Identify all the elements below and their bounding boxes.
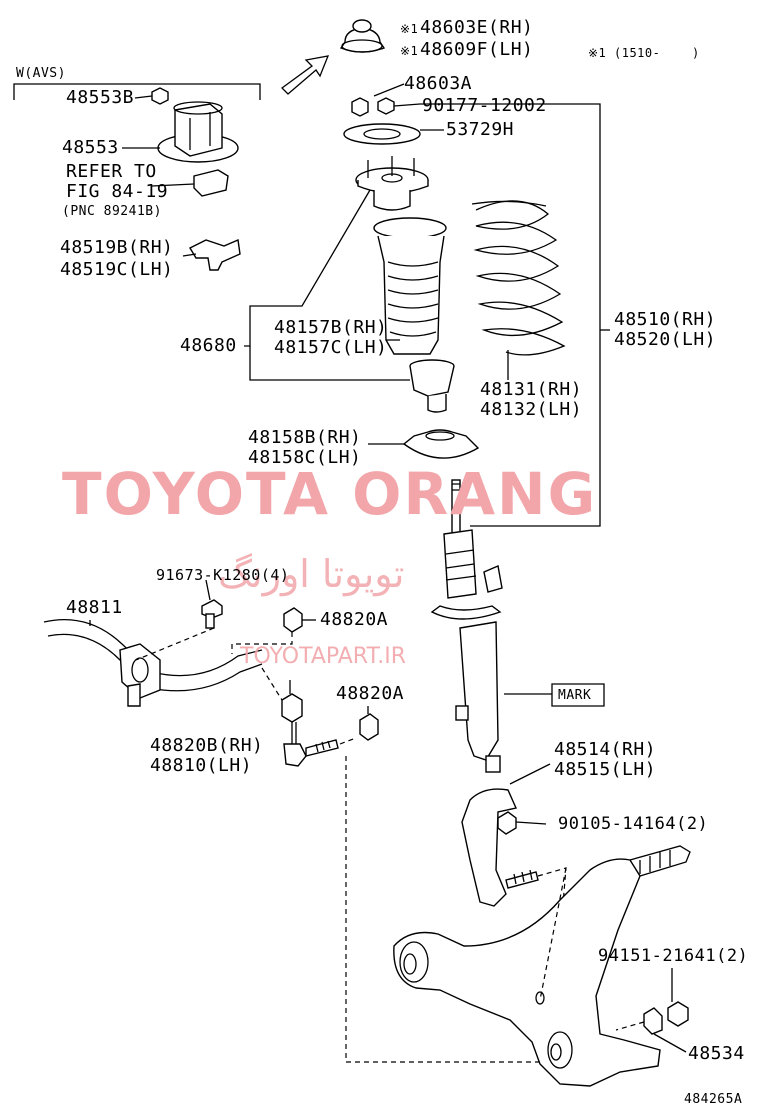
- label-refer-fig: FIG 84-19: [66, 181, 169, 202]
- label-48820b: 48820B(RH): [150, 735, 264, 756]
- label-90177: 90177-12002: [422, 95, 547, 116]
- avs-actuator-48553: [157, 101, 239, 163]
- stabilizer-bar-48811: [43, 619, 263, 707]
- watermark-text: TOYOTA ORANG: [62, 460, 598, 528]
- lower-arm: [393, 845, 691, 1087]
- label-48603e: 48603E(RH): [420, 17, 534, 38]
- label-48158b: 48158B(RH): [248, 427, 362, 448]
- mount-cap-48603e: [339, 19, 386, 53]
- dust-boot-48157: [373, 217, 447, 355]
- label-48820a-upper: 48820A: [320, 609, 389, 630]
- bracket-48519: [189, 238, 241, 271]
- note-mark-1: ※1: [400, 22, 419, 36]
- label-48811: 48811: [66, 597, 123, 618]
- label-91673: 91673-K1280(4): [156, 566, 290, 584]
- label-48680: 48680: [180, 335, 237, 356]
- direction-arrow-icon: [281, 55, 330, 95]
- connector-refer: [193, 169, 229, 197]
- label-48603a: 48603A: [404, 73, 473, 94]
- label-48157b: 48157B(RH): [274, 317, 388, 338]
- label-48553: 48553: [62, 137, 119, 158]
- label-48553b: 48553B: [66, 87, 135, 108]
- nut-48603a: [351, 97, 369, 117]
- label-90105: 90105-14164(2): [558, 814, 709, 834]
- stabilizer-link-48820b: [281, 680, 339, 767]
- label-48132: 48132(LH): [480, 399, 583, 420]
- avs-bracket-line: [13, 83, 261, 100]
- label-48519b: 48519B(RH): [60, 237, 174, 258]
- note-mark-2: ※1: [400, 44, 419, 58]
- coil-spring-48131: [471, 200, 566, 356]
- label-53729h: 53729H: [446, 119, 515, 140]
- watermark-arabic: تویوتا اورنگ: [218, 552, 405, 596]
- label-94151: 94151-21641(2): [598, 946, 749, 966]
- label-48158c: 48158C(LH): [248, 447, 362, 468]
- note-text: ※1 (1510-: [588, 46, 661, 60]
- spring-seat-48158: [402, 429, 480, 459]
- bolt-90105: [497, 811, 517, 835]
- label-48810: 48810(LH): [150, 755, 253, 776]
- label-48515: 48515(LH): [554, 759, 657, 780]
- figure-number: 484265A: [684, 1092, 743, 1107]
- seal-53729h: [343, 123, 421, 145]
- label-refer-to: REFER TO: [66, 161, 157, 182]
- bound-stopper: [409, 359, 455, 413]
- label-mark: MARK: [558, 688, 592, 703]
- washer-48534: [643, 1007, 663, 1035]
- nut-90177: [377, 97, 395, 115]
- label-48157c: 48157C(LH): [274, 337, 388, 358]
- label-refer-pnc: (PNC 89241B): [62, 204, 162, 219]
- watermark-url: TOYOTAPART.IR: [240, 644, 407, 669]
- nut-48553b: [151, 87, 169, 105]
- label-48519c: 48519C(LH): [60, 259, 174, 280]
- label-48820a-lower: 48820A: [336, 683, 405, 704]
- label-48534: 48534: [688, 1043, 745, 1064]
- nut-94151: [667, 1001, 689, 1027]
- label-48609f: 48609F(LH): [420, 39, 534, 60]
- label-48520: 48520(LH): [614, 329, 717, 350]
- label-48131: 48131(RH): [480, 379, 583, 400]
- label-48514: 48514(RH): [554, 739, 657, 760]
- nut-48820a-upper: [283, 607, 303, 633]
- label-48510: 48510(RH): [614, 309, 717, 330]
- note-close: ): [692, 46, 700, 60]
- shock-absorber-48510: [430, 479, 503, 773]
- link-bracket-48514: [461, 788, 539, 907]
- upper-support-48680: [355, 156, 429, 211]
- avs-label: W(AVS): [16, 66, 66, 81]
- bolt-91673: [201, 599, 223, 629]
- nut-48820a-lower: [359, 713, 379, 741]
